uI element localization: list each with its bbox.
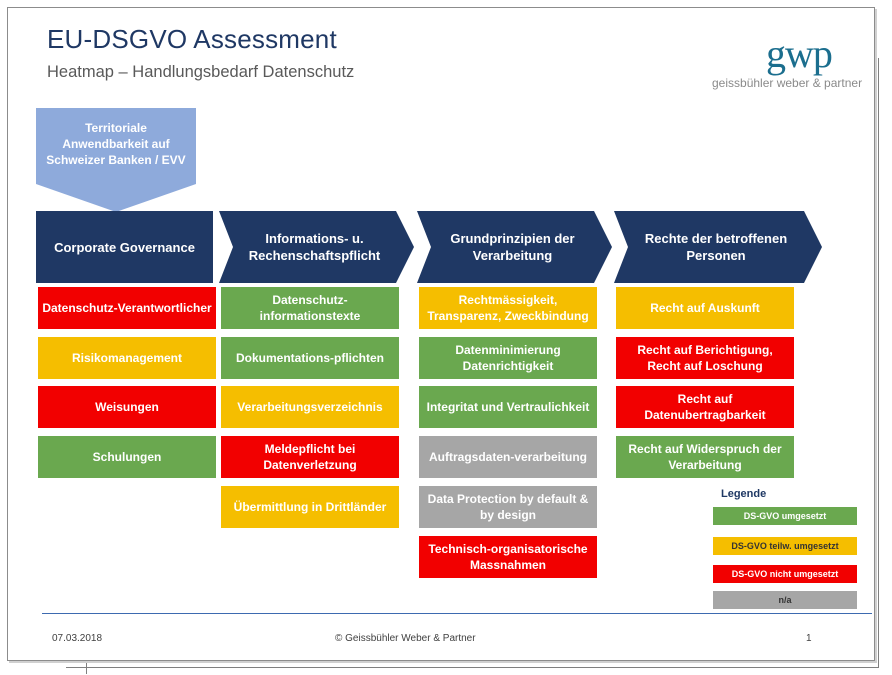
chevron-shape <box>219 211 414 283</box>
company-name: geissbühler weber & partner <box>712 76 863 90</box>
legend-item-na: n/a <box>713 591 857 609</box>
heatmap-cell: Verarbeitungsverzeichnis <box>221 386 399 428</box>
column-header-4: Rechte der betroffenen Personen <box>614 211 822 283</box>
chevron-shape <box>614 211 822 283</box>
column-header-label: Rechte der betroffenen Personen <box>644 231 788 263</box>
column-header-1: Corporate Governance <box>36 211 213 283</box>
legend-title: Legende <box>721 488 767 500</box>
heatmap-cell: Datenschutz-Verantwortlicher <box>38 287 216 329</box>
page-title: EU-DSGVO Assessment <box>47 24 337 54</box>
heatmap-cell: Übermittlung in Drittländer <box>221 486 399 528</box>
frame-line-bottom <box>66 667 879 668</box>
legend-item-teilweise: DS-GVO teilw. umgesetzt <box>713 537 857 555</box>
heatmap-cell: Recht auf Datenubertragbarkeit <box>616 386 794 428</box>
footer-date: 07.03.2018 <box>52 633 103 644</box>
territory-label: Territoriale Anwendbarkeit auf Schweizer… <box>46 121 186 167</box>
heatmap-cell: Recht auf Widerspruch der Verarbeitung <box>616 436 794 478</box>
chevron-shape <box>36 211 213 283</box>
column-header-label: Corporate Governance <box>54 239 195 255</box>
column-header-3: Grundprinzipien der Verarbeitung <box>417 211 612 283</box>
column-header-2: Informations- u. Rechenschaftspflicht <box>219 211 414 283</box>
column-header-label: Grundprinzipien der Verarbeitung <box>450 231 575 263</box>
legend-item-umgesetzt: DS-GVO umgesetzt <box>713 507 857 525</box>
heatmap-cell: Datenschutz-informationstexte <box>221 287 399 329</box>
heatmap-cell: Rechtmässigkeit, Transparenz, Zweckbindu… <box>419 287 597 329</box>
column-header-label: Informations- u. Rechenschaftspflicht <box>248 231 381 263</box>
heatmap-cell: Weisungen <box>38 386 216 428</box>
down-arrow-shape <box>36 108 196 212</box>
frame-line-right <box>878 58 879 668</box>
frame-line-stub <box>86 660 87 674</box>
gwp-logo: gwp <box>766 31 833 76</box>
footer-page-number: 1 <box>806 633 812 644</box>
footer-copyright: © Geissbühler Weber & Partner <box>335 633 476 644</box>
heatmap-cell: Meldepflicht bei Datenverletzung <box>221 436 399 478</box>
heatmap-cell: Integritat und Vertraulichkeit <box>419 386 597 428</box>
page-subtitle: Heatmap – Handlungsbedarf Datenschutz <box>47 63 355 81</box>
heatmap-cell: Auftragsdaten-verarbeitung <box>419 436 597 478</box>
footer-divider <box>42 613 872 614</box>
heatmap-cell: Risikomanagement <box>38 337 216 379</box>
heatmap-cell: Dokumentations-pflichten <box>221 337 399 379</box>
heatmap-cell: Technisch-organisatorische Massnahmen <box>419 536 597 578</box>
heatmap-cell: Data Protection by default & by design <box>419 486 597 528</box>
legend-item-nicht: DS-GVO nicht umgesetzt <box>713 565 857 583</box>
heatmap-cell: Recht auf Berichtigung, Recht auf Loschu… <box>616 337 794 379</box>
heatmap-cell: Recht auf Auskunft <box>616 287 794 329</box>
heatmap-cell: Datenminimierung Datenrichtigkeit <box>419 337 597 379</box>
territory-arrow: Territoriale Anwendbarkeit auf Schweizer… <box>36 108 196 212</box>
chevron-shape <box>417 211 612 283</box>
heatmap-cell: Schulungen <box>38 436 216 478</box>
